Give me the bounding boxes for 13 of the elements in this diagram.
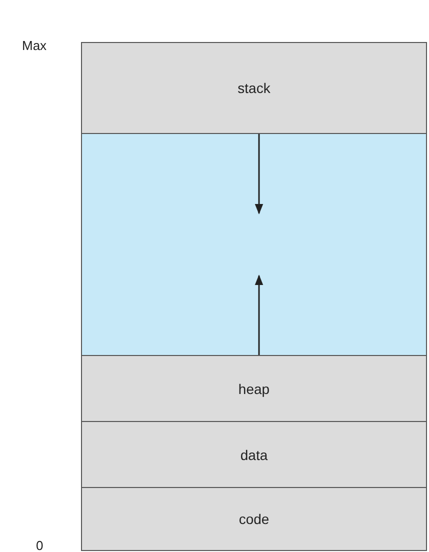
segment-label: stack bbox=[238, 80, 270, 96]
memory-segment bbox=[81, 355, 427, 422]
memory-segment bbox=[81, 42, 427, 134]
arrow bbox=[254, 134, 264, 214]
segment-label: data bbox=[240, 446, 268, 462]
address-label: 0 bbox=[36, 538, 44, 552]
segment-label: heap bbox=[238, 380, 270, 396]
memory-segment bbox=[81, 421, 427, 488]
arrow bbox=[254, 274, 264, 355]
address-label: Max bbox=[22, 38, 47, 53]
segment-label: code bbox=[238, 511, 270, 527]
memory-segment bbox=[81, 487, 427, 551]
free-memory-region bbox=[81, 133, 427, 356]
